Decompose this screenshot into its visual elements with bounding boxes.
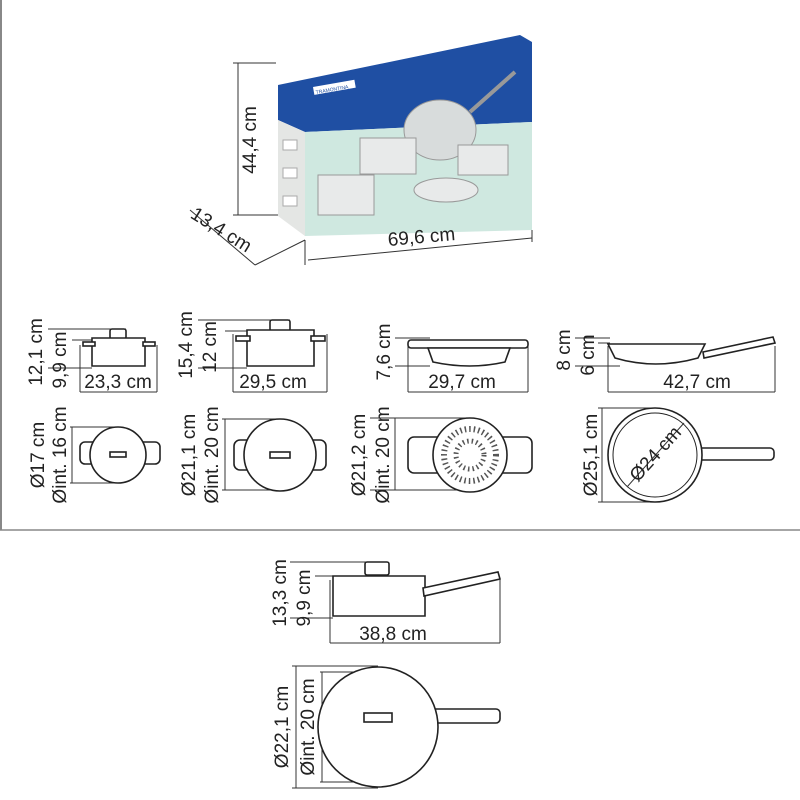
steamer-diameter-int: Øint. 20 cm (373, 406, 394, 503)
casserole-20-height-total: 15,4 cm (176, 311, 197, 379)
casserole-16-width: 23,3 cm (84, 372, 152, 393)
casserole-20-side-view (198, 319, 328, 393)
casserole-16-diameter-int: Øint. 16 cm (50, 406, 71, 503)
steamer-top-view (370, 417, 533, 493)
frying-pan-side-view (575, 336, 777, 393)
saucepan-diameter: Ø22,1 cm (272, 686, 293, 768)
casserole-20-top-view (222, 418, 327, 492)
steamer-diameter: Ø21,2 cm (349, 414, 370, 496)
box-height-label: 44,4 cm (240, 106, 261, 174)
frying-pan-top-view (598, 407, 775, 503)
saucepan-top-view (292, 665, 501, 789)
saucepan-width: 38,8 cm (359, 624, 427, 645)
casserole-20-diameter-int: Øint. 20 cm (202, 406, 223, 503)
saucepan-height-total: 13,3 cm (270, 559, 291, 627)
casserole-16-height-body: 9,9 cm (50, 331, 71, 388)
frying-pan-height-total: 8 cm (554, 329, 575, 370)
saucepan-height-body: 9,9 cm (294, 569, 315, 626)
box-dimension-lines (189, 62, 533, 266)
casserole-20-height-body: 12 cm (200, 321, 221, 373)
casserole-16-diameter: Ø17 cm (28, 422, 49, 489)
frying-pan-height-body: 6 cm (578, 334, 599, 375)
steamer-height: 7,6 cm (374, 323, 395, 380)
casserole-20-width: 29,5 cm (239, 372, 307, 393)
casserole-20-diameter: Ø21,1 cm (179, 414, 200, 496)
frying-pan-diameter: Ø25,1 cm (581, 414, 602, 496)
saucepan-diameter-int: Øint. 20 cm (298, 678, 319, 775)
saucepan-side-view (290, 561, 502, 644)
casserole-16-side-view (48, 328, 158, 393)
brand-logo: TRAMONTINA (315, 84, 349, 96)
packaging-box: TRAMONTINA (278, 35, 532, 236)
frying-pan-width: 42,7 cm (663, 372, 731, 393)
steamer-width: 29,7 cm (428, 372, 496, 393)
casserole-16-top-view (70, 426, 161, 484)
steamer-side-view (395, 337, 529, 393)
box-depth-label: 13,4 cm (187, 204, 255, 258)
casserole-16-height-total: 12,1 cm (26, 318, 47, 386)
